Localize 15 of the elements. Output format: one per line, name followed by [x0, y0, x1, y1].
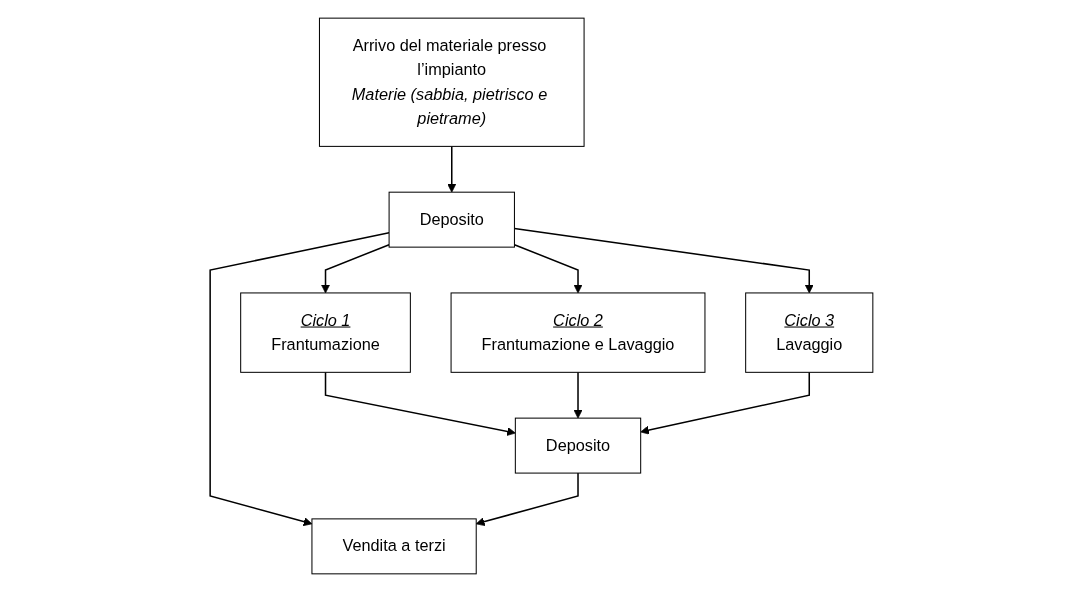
arrow	[320, 243, 390, 294]
arrow	[513, 243, 582, 294]
node-box	[318, 17, 585, 147]
node-box	[388, 191, 515, 248]
arrow	[446, 145, 456, 193]
arrow	[208, 231, 390, 527]
node-box	[450, 292, 705, 373]
arrow	[573, 371, 582, 419]
flowchart: Arrivo del materiale presso l’impianto Materie (sabbia, pietrisco e pietrame) Deposito Ciclo 1 Frantumazione Ciclo 2 Frantumazione e Lavaggio Ciclo 3 Lavaggio Deposito Vendita a terzi	[201, 10, 881, 582]
node-box	[744, 292, 873, 373]
node-box	[239, 292, 411, 373]
arrow	[513, 227, 814, 294]
arrow	[475, 472, 579, 527]
node-box	[310, 518, 477, 575]
node-box	[514, 417, 641, 474]
